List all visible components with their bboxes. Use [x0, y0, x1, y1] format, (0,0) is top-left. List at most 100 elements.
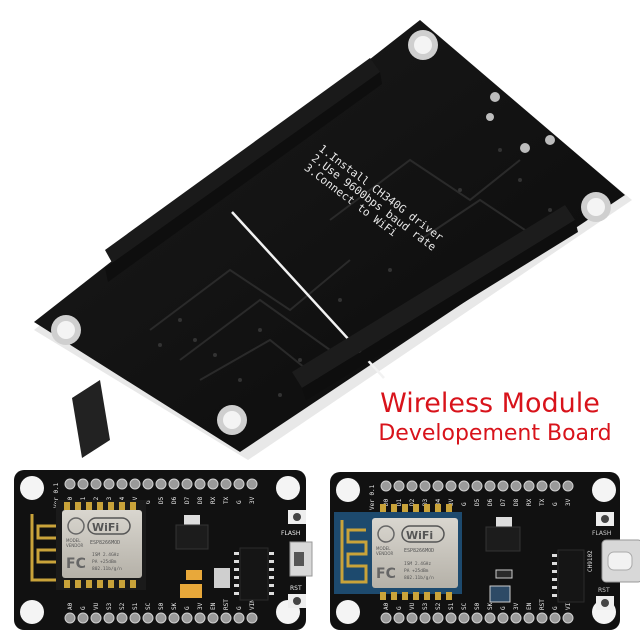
- svg-text:RST: RST: [598, 587, 610, 594]
- title-line-1: Wireless Module: [380, 388, 600, 419]
- svg-text:D7: D7: [184, 496, 191, 504]
- svg-text:FLASH: FLASH: [592, 530, 611, 537]
- svg-text:RX: RX: [210, 496, 217, 504]
- svg-text:PA +25dBm: PA +25dBm: [92, 559, 117, 565]
- svg-text:S1: S1: [448, 602, 455, 610]
- svg-text:G: G: [236, 606, 243, 610]
- svg-text:G: G: [80, 606, 87, 610]
- chip-label: CH9102: [587, 550, 594, 572]
- svg-text:D4: D4: [435, 498, 442, 506]
- svg-text:PA +25dBm: PA +25dBm: [404, 568, 429, 574]
- svg-text:S0: S0: [158, 602, 165, 610]
- pin-header-upper: [105, 30, 382, 297]
- svg-text:SC: SC: [145, 602, 152, 610]
- svg-text:VENDOR: VENDOR: [376, 551, 393, 556]
- svg-text:D5: D5: [158, 496, 165, 504]
- svg-text:Ver 0.1: Ver 0.1: [369, 484, 376, 510]
- svg-text:EN: EN: [210, 602, 217, 610]
- svg-text:ESP8266MOD: ESP8266MOD: [90, 540, 120, 546]
- svg-text:S1: S1: [132, 602, 139, 610]
- title-line-2: Developement Board: [378, 421, 612, 446]
- svg-text:D5: D5: [474, 498, 481, 506]
- svg-text:TX: TX: [223, 496, 230, 504]
- svg-text:S2: S2: [435, 602, 442, 610]
- svg-text:3V: 3V: [249, 496, 256, 504]
- svg-text:3V: 3V: [448, 498, 455, 506]
- svg-text:G: G: [461, 502, 468, 506]
- svg-text:MODEL: MODEL: [66, 538, 81, 543]
- svg-text:802.11b/g/n: 802.11b/g/n: [404, 575, 434, 581]
- wifi-logo: WiFi: [92, 521, 119, 534]
- svg-text:G: G: [145, 500, 152, 504]
- svg-text:SC: SC: [461, 602, 468, 610]
- svg-text:SK: SK: [171, 602, 178, 610]
- fcc-logo: FC: [376, 566, 396, 582]
- svg-text:ESP8266MOD: ESP8266MOD: [404, 548, 434, 554]
- top-pin-labels: D0 D1 D2 D3 D4 3V G D5 D6 D7 D8 RX TX G …: [369, 484, 572, 510]
- svg-text:RST: RST: [539, 599, 546, 610]
- product-title: Wireless Module Developement Board: [340, 388, 640, 448]
- rst-button[interactable]: RST: [596, 587, 614, 610]
- svg-text:ISM 2.4GHz: ISM 2.4GHz: [404, 561, 431, 567]
- svg-text:G: G: [184, 606, 191, 610]
- right-board: D0 D1 D2 D3 D4 3V G D5 D6 D7 D8 RX TX G …: [330, 472, 640, 630]
- svg-text:S0: S0: [474, 602, 481, 610]
- svg-text:MODEL: MODEL: [376, 546, 391, 551]
- svg-text:D0: D0: [383, 498, 390, 506]
- svg-text:802.11b/g/n: 802.11b/g/n: [92, 566, 122, 572]
- antenna-icon: [340, 520, 368, 584]
- svg-text:G: G: [500, 606, 507, 610]
- svg-text:G: G: [396, 606, 403, 610]
- wifi-logo: WiFi: [406, 529, 433, 542]
- svg-text:D3: D3: [422, 498, 429, 506]
- espressif-logo-icon: [67, 517, 85, 535]
- svg-text:VIN: VIN: [565, 599, 572, 610]
- svg-text:D8: D8: [197, 496, 204, 504]
- rst-button[interactable]: RST: [288, 585, 306, 608]
- svg-text:G: G: [236, 500, 243, 504]
- flash-button[interactable]: FLASH: [281, 510, 306, 537]
- svg-text:TX: TX: [539, 498, 546, 506]
- espressif-logo-icon: [377, 525, 395, 543]
- svg-text:S3: S3: [106, 602, 113, 610]
- svg-text:D1: D1: [396, 498, 403, 506]
- bottom-pin-labels: A0 G VU S3 S2 S1 SC S0 SK G 3V EN RST G …: [67, 599, 256, 610]
- bottom-pin-labels: A0 G VU S3 S2 S1 SC S0 SK G 3V EN RST G …: [383, 599, 572, 610]
- svg-text:D6: D6: [171, 496, 178, 504]
- flash-button[interactable]: FLASH: [592, 512, 614, 537]
- svg-text:FLASH: FLASH: [281, 530, 300, 537]
- antenna-icon: [30, 514, 60, 582]
- svg-text:D6: D6: [487, 498, 494, 506]
- svg-text:G: G: [552, 606, 559, 610]
- top-board: 1.Install CH340G driver 2.Use 9600bps ba…: [34, 20, 632, 460]
- top-board-pcb: [34, 20, 625, 452]
- svg-text:SK: SK: [487, 602, 494, 610]
- left-board: D0 D1 D2 D3 D4 3V G D5 D6 D7 D8 RX TX G …: [14, 470, 313, 630]
- svg-text:RST: RST: [290, 585, 302, 592]
- svg-text:A0: A0: [383, 602, 390, 610]
- esp8266-module: WiFi MODEL VENDOR ESP8266MOD FC ISM 2.4G…: [56, 500, 146, 590]
- svg-text:EN: EN: [526, 602, 533, 610]
- svg-text:RST: RST: [223, 599, 230, 610]
- mounting-hole-icon: [51, 30, 611, 435]
- svg-text:S2: S2: [119, 602, 126, 610]
- svg-text:3V: 3V: [197, 602, 204, 610]
- svg-text:Ver 0.1: Ver 0.1: [53, 482, 60, 508]
- svg-text:3V: 3V: [565, 498, 572, 506]
- svg-text:ISM 2.4GHz: ISM 2.4GHz: [92, 552, 119, 558]
- svg-text:D8: D8: [513, 498, 520, 506]
- fcc-logo: FC: [66, 556, 86, 572]
- esp8266-module: WiFi MODEL VENDOR ESP8266MOD FC ISM 2.4G…: [372, 504, 458, 600]
- svg-text:VIN: VIN: [249, 599, 256, 610]
- svg-text:D2: D2: [409, 498, 416, 506]
- svg-text:G: G: [552, 502, 559, 506]
- svg-text:3V: 3V: [513, 602, 520, 610]
- pin-header-lower: [292, 142, 578, 400]
- svg-text:VU: VU: [93, 602, 100, 610]
- svg-text:D7: D7: [500, 498, 507, 506]
- svg-text:A0: A0: [67, 602, 74, 610]
- svg-text:VENDOR: VENDOR: [66, 543, 83, 548]
- svg-text:S3: S3: [422, 602, 429, 610]
- svg-text:VU: VU: [409, 602, 416, 610]
